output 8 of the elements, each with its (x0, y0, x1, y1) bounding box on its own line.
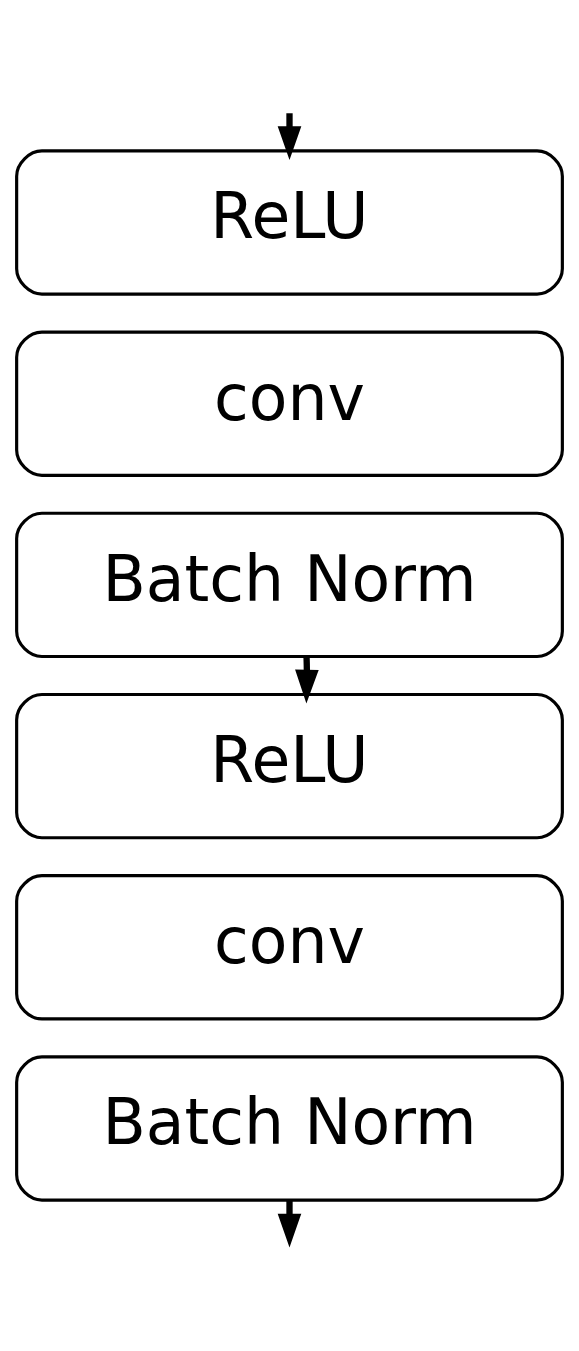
node-box: ReLU (15, 149, 564, 296)
node-box: conv (15, 330, 564, 477)
node-box: ReLU (15, 692, 564, 840)
node-box: conv (15, 874, 564, 1021)
node-box: Batch Norm (15, 1055, 564, 1202)
arrow (277, 1200, 302, 1248)
node-box: Batch Norm (15, 511, 564, 659)
arrow (277, 113, 302, 161)
